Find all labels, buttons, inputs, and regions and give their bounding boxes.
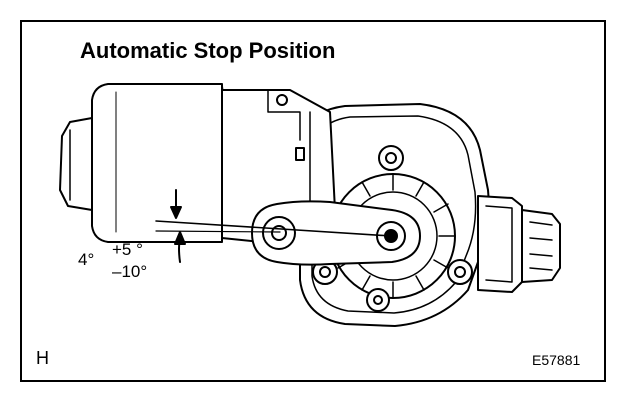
motor-body xyxy=(91,83,223,243)
diagram-title: Automatic Stop Position xyxy=(80,38,336,63)
housing-rim xyxy=(311,115,477,314)
reference-line xyxy=(155,220,392,237)
stop-position-line xyxy=(155,230,281,233)
angle-plus-tolerance: +5 ° xyxy=(112,240,143,259)
motor-end-cap xyxy=(59,117,93,211)
corner-letter: H xyxy=(36,348,49,368)
angle-base-value: 4° xyxy=(78,250,95,269)
figure-id: E57881 xyxy=(532,352,581,368)
electrical-connector xyxy=(477,195,561,293)
angle-minus-tolerance: –10° xyxy=(112,262,148,281)
